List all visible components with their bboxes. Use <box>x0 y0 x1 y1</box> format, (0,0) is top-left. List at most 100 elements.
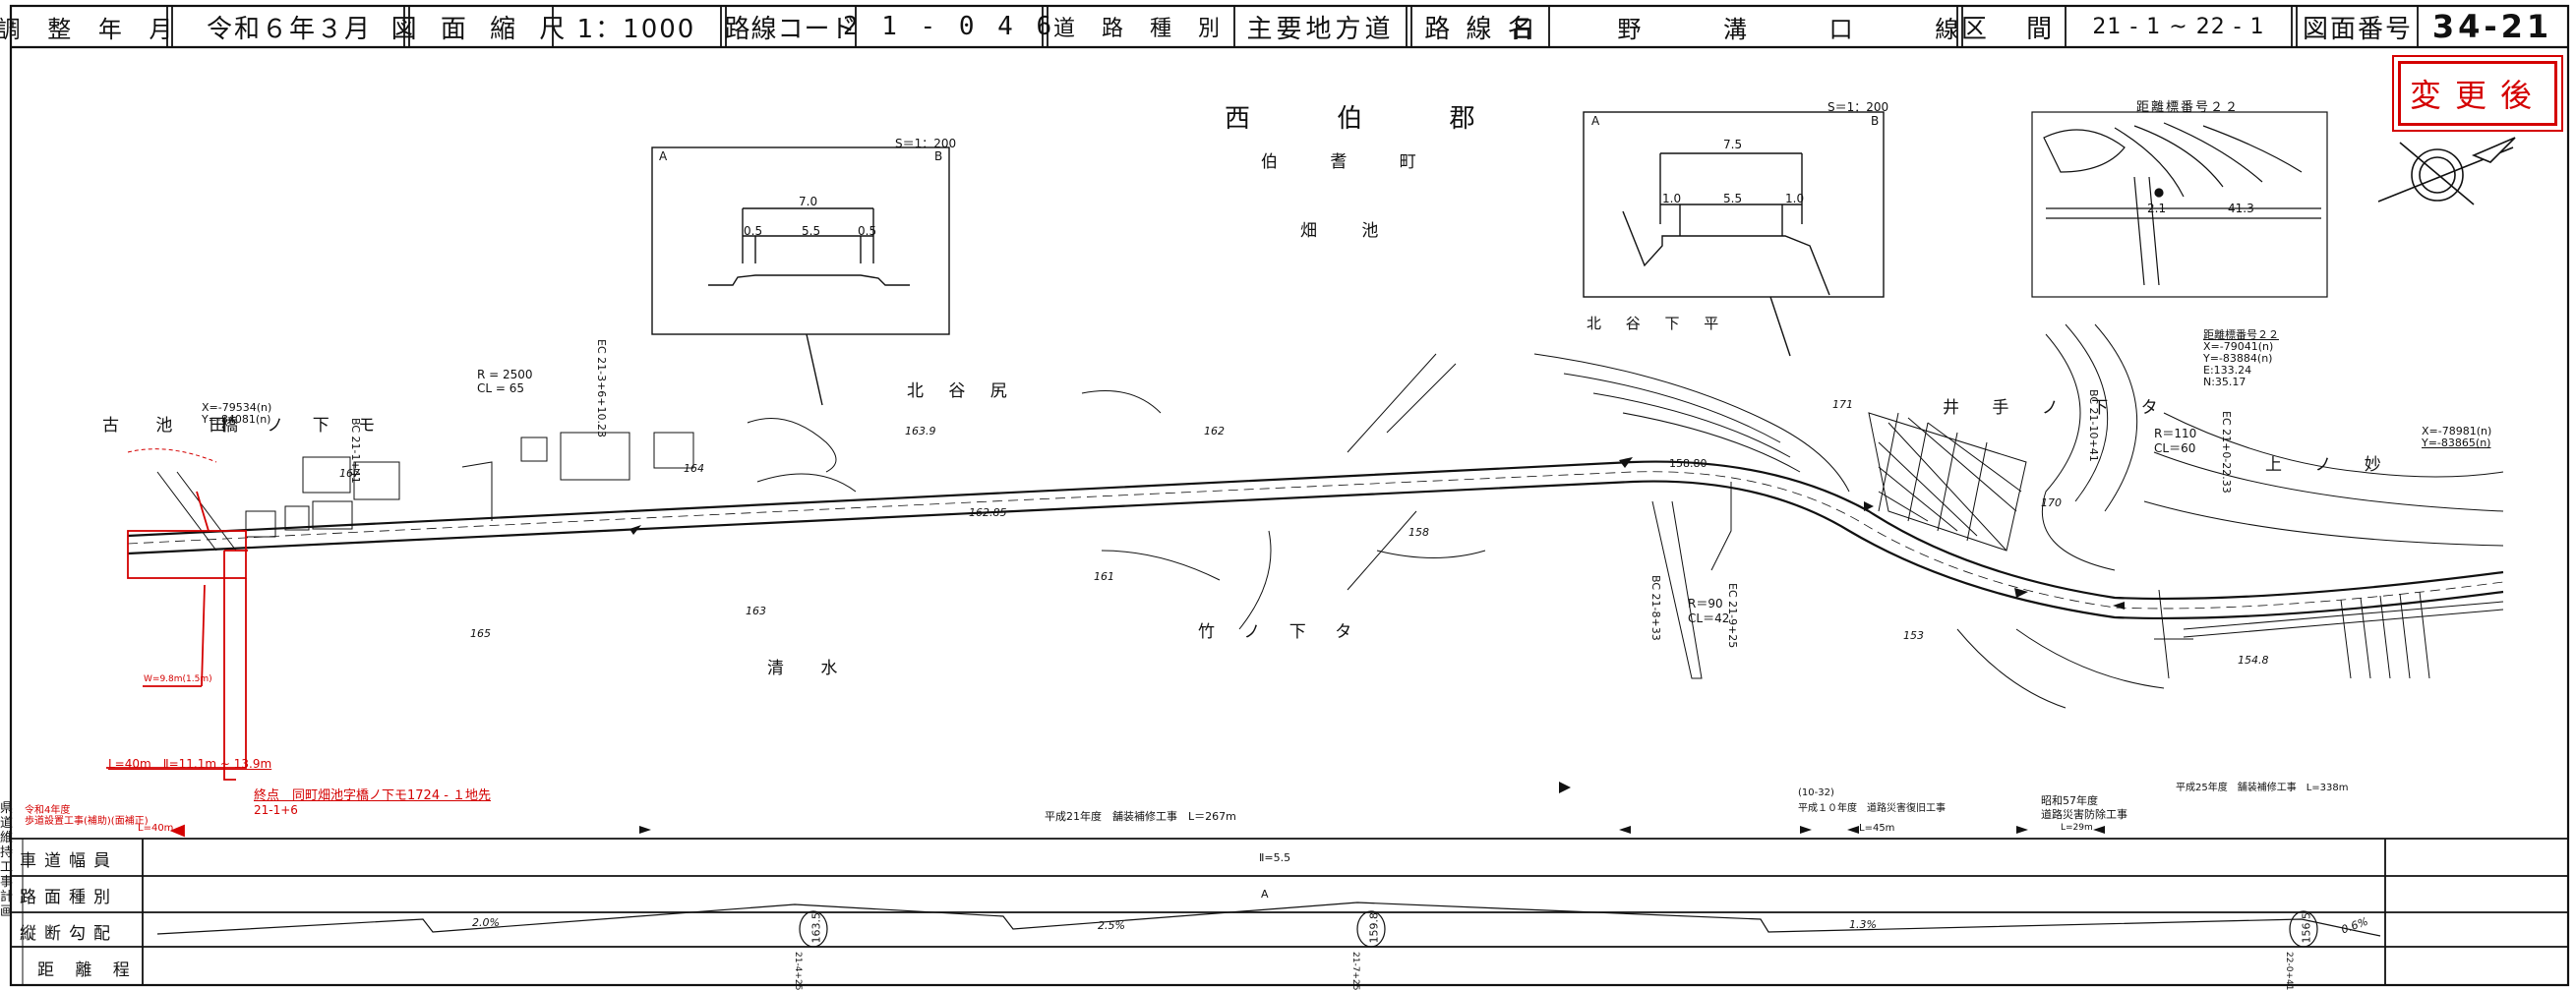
route-code-label: 路線コード <box>724 14 858 44</box>
place-furuikeda: 古 池 田 <box>102 416 242 436</box>
inset1-b: B <box>934 149 943 163</box>
scale-label: 図 面 縮 尺 <box>390 14 573 44</box>
elev-4: 162.85 <box>969 506 1007 519</box>
inset3-dim1: 2.1 <box>2147 202 2167 215</box>
inset2-mid: 5.5 <box>1723 192 1743 205</box>
route-code-value: 2 1 - 0 4 6 <box>842 12 1056 41</box>
grade-3: 1.3% <box>1849 918 1877 931</box>
route-name-value: 日 野 溝 口 線 <box>1511 15 1997 43</box>
county-name: 西 伯 郡 <box>1225 104 1515 134</box>
location-marker-inset <box>2031 111 2328 298</box>
inset3-title: 距離標番号２２ <box>2136 100 2241 115</box>
profile-distance-label: 距 離 程 <box>37 961 138 980</box>
work-note-2-name: 平成１０年度 道路災害復旧工事 <box>1798 803 1946 814</box>
inset2-left: 1.0 <box>1662 192 1682 205</box>
marker-title: 距離標番号２２ <box>2203 328 2279 341</box>
inset2-right: 1.0 <box>1785 192 1805 205</box>
elev-14: 170 <box>2041 496 2062 509</box>
ec1-label: EC 21-3+6+10.23 <box>595 339 608 438</box>
elev-10: 158.80 <box>1669 457 1707 470</box>
town-name: 伯 耆 町 <box>1261 152 1440 172</box>
station-3: 22-0+41 <box>2284 952 2294 990</box>
work-note-2-code: (10-32) <box>1798 787 1834 798</box>
elev-7: 163 <box>746 605 766 617</box>
curve1-radius: R = 2500 <box>477 368 533 381</box>
cross-section-inset-1 <box>651 146 950 406</box>
elev-2: 163.9 <box>905 425 936 437</box>
marker-y: Y=-83884(n) <box>2203 352 2273 365</box>
section-arrows <box>639 782 2105 834</box>
road-type-label: 道 路 種 別 <box>1053 17 1229 41</box>
section-value: 21 - 1 ~ 22 - 1 <box>2092 14 2265 39</box>
marker-e: E:133.24 <box>2203 364 2252 377</box>
red-width-note: W=9.8m(1.5m) <box>144 674 212 684</box>
place-takenoshita: 竹 ノ 下 タ <box>1198 622 1364 642</box>
inset1-a: A <box>659 149 668 163</box>
elev-1: 167 <box>339 467 360 480</box>
place-shimizu: 清 水 <box>767 659 854 678</box>
profile-surface-label: 路面種別 <box>20 888 118 907</box>
curve1-length: CL = 65 <box>477 381 525 395</box>
red-work-name: 歩道設置工事(補助)(面補正) <box>25 816 149 827</box>
coord1-y: Y=-84081(n) <box>202 413 271 426</box>
curve3-radius: R＝110 <box>2154 427 2197 440</box>
work-note-1: 平成21年度 舗装補修工事 L＝267m <box>1045 810 1236 823</box>
inset1-right: 0.5 <box>858 224 877 238</box>
station-1: 21-4+25 <box>793 952 803 990</box>
grade-1: 2.0% <box>472 916 500 929</box>
ec3-label: EC 21+0-22.33 <box>2220 411 2233 494</box>
profile-width-value: Ⅱ=5.5 <box>1259 851 1291 864</box>
ec2-label: EC 21-9+25 <box>1726 583 1739 649</box>
inset3-dim2: 41.3 <box>2228 202 2254 215</box>
side-margin-text: 県道維持工事計画 <box>0 801 14 919</box>
profile-width-label: 車道幅員 <box>20 851 118 871</box>
end-point-label: 終点 同町畑池字橋ノ下モ1724 - １地先 <box>254 788 492 803</box>
place-idenoshita: 井 手 ノ 下 タ <box>1943 398 2172 418</box>
profile-grade-label: 縦断勾配 <box>20 924 118 944</box>
inset1-scale: S＝1：200 <box>895 137 957 150</box>
marker-x: X=-79041(n) <box>2203 340 2274 353</box>
elev-6: 161 <box>1094 570 1114 583</box>
elevation-2: 159.8 <box>1367 912 1381 944</box>
adjustment-date-value: 令和６年３月 <box>206 14 372 44</box>
red-work-year: 令和4年度 <box>25 805 71 816</box>
curve2-length: CL＝42 <box>1688 611 1730 625</box>
work-note-3-length: L=29m <box>2061 823 2093 833</box>
section-label: 区 間 <box>1960 14 2068 44</box>
adjustment-date-label: 調 整 年 月 <box>0 15 183 43</box>
elevation-3: 156.5 <box>2300 912 2313 944</box>
work-note-3-year: 昭和57年度 <box>2041 794 2098 807</box>
curve3-length: CL＝60 <box>2154 441 2196 455</box>
place-hashinoshimo: 橋 ノ 下 モ <box>221 416 388 436</box>
coord3-y: Y=-83865(n) <box>2422 437 2491 449</box>
elev-8: 165 <box>470 627 491 640</box>
scale-value: 1：1000 <box>576 14 696 44</box>
end-point-marker <box>106 491 248 838</box>
end-point-station: 21-1+6 <box>254 803 298 817</box>
road-type-value: 主要地方道 <box>1246 14 1395 44</box>
place-kitayashimohira: 北 谷 下 平 <box>1587 315 1729 332</box>
drawing-number-label: 図面番号 <box>2302 14 2413 44</box>
elev-5: 162 <box>1204 425 1225 437</box>
revision-stamp: 変更後 <box>2392 55 2563 132</box>
inset2-b: B <box>1871 114 1880 128</box>
district-name: 畑 池 <box>1300 221 1399 241</box>
bc3-label: BC 21-10+41 <box>2087 389 2100 462</box>
drawing-number-value: 34-21 <box>2431 8 2553 45</box>
road-alignment <box>127 460 2504 638</box>
station-marks <box>629 457 2125 610</box>
elev-9: 158 <box>1408 526 1429 539</box>
north-arrow-icon <box>2377 137 2516 205</box>
grade-2: 2.5% <box>1098 919 1125 932</box>
red-work-length: L=40m <box>138 823 174 834</box>
station-2: 21-7+25 <box>1350 952 1360 990</box>
work-note-3-name: 道路災害防除工事 <box>2041 808 2127 821</box>
marker-n: N:35.17 <box>2203 376 2247 388</box>
elev-3: 164 <box>684 462 704 475</box>
bc2-label: BC 21-8+33 <box>1649 575 1662 641</box>
profile-surface-value: A <box>1261 888 1269 901</box>
inset1-left: 0.5 <box>744 224 763 238</box>
route-name-label: 路 線 名 <box>1424 14 1537 44</box>
